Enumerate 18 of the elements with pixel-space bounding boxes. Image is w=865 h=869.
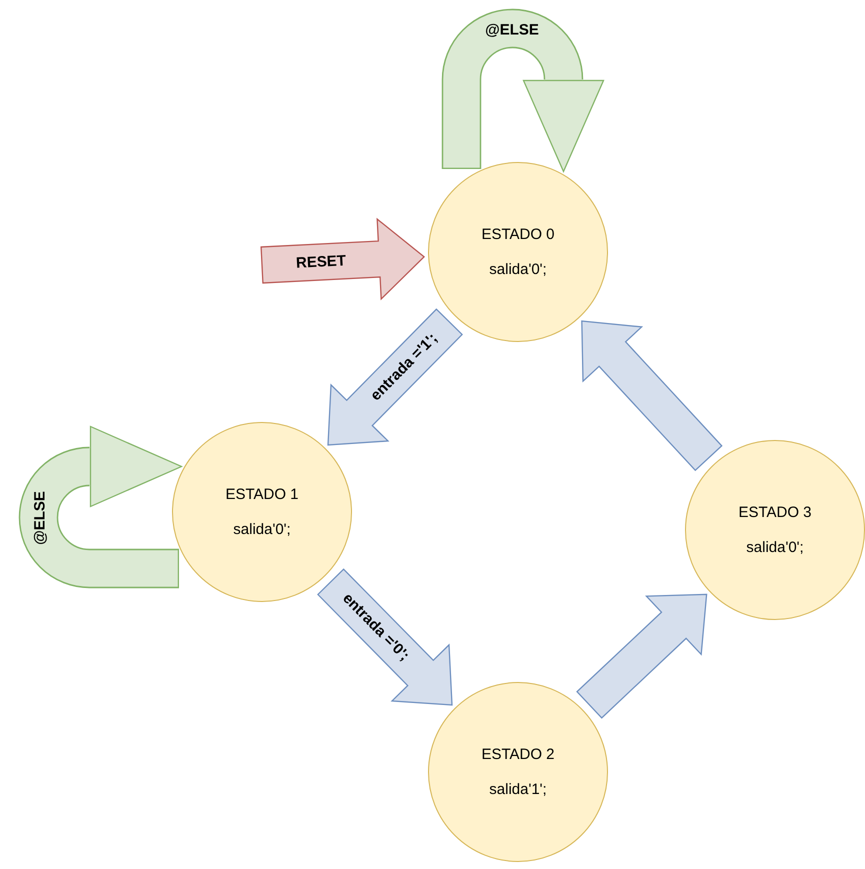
loop-arrow <box>442 8 604 172</box>
block-arrow <box>576 594 708 719</box>
state-output: salida'1'; <box>489 782 547 797</box>
state-name: ESTADO 2 <box>481 747 555 762</box>
block-arrow <box>317 568 453 706</box>
state-output: salida'0'; <box>489 262 547 277</box>
block-arrow <box>581 320 723 472</box>
state-name: ESTADO 3 <box>738 505 812 520</box>
state-name: ESTADO 0 <box>481 227 555 242</box>
edge-label: @ELSE <box>32 491 48 545</box>
edge-label: @ELSE <box>485 22 539 38</box>
block-arrow <box>327 308 463 446</box>
state-output: salida'0'; <box>746 540 804 555</box>
loop-arrow <box>18 426 182 588</box>
state-output: salida'0'; <box>233 522 291 537</box>
edge-label: RESET <box>295 253 346 271</box>
state-name: ESTADO 1 <box>225 487 299 502</box>
block-arrow <box>260 218 425 300</box>
